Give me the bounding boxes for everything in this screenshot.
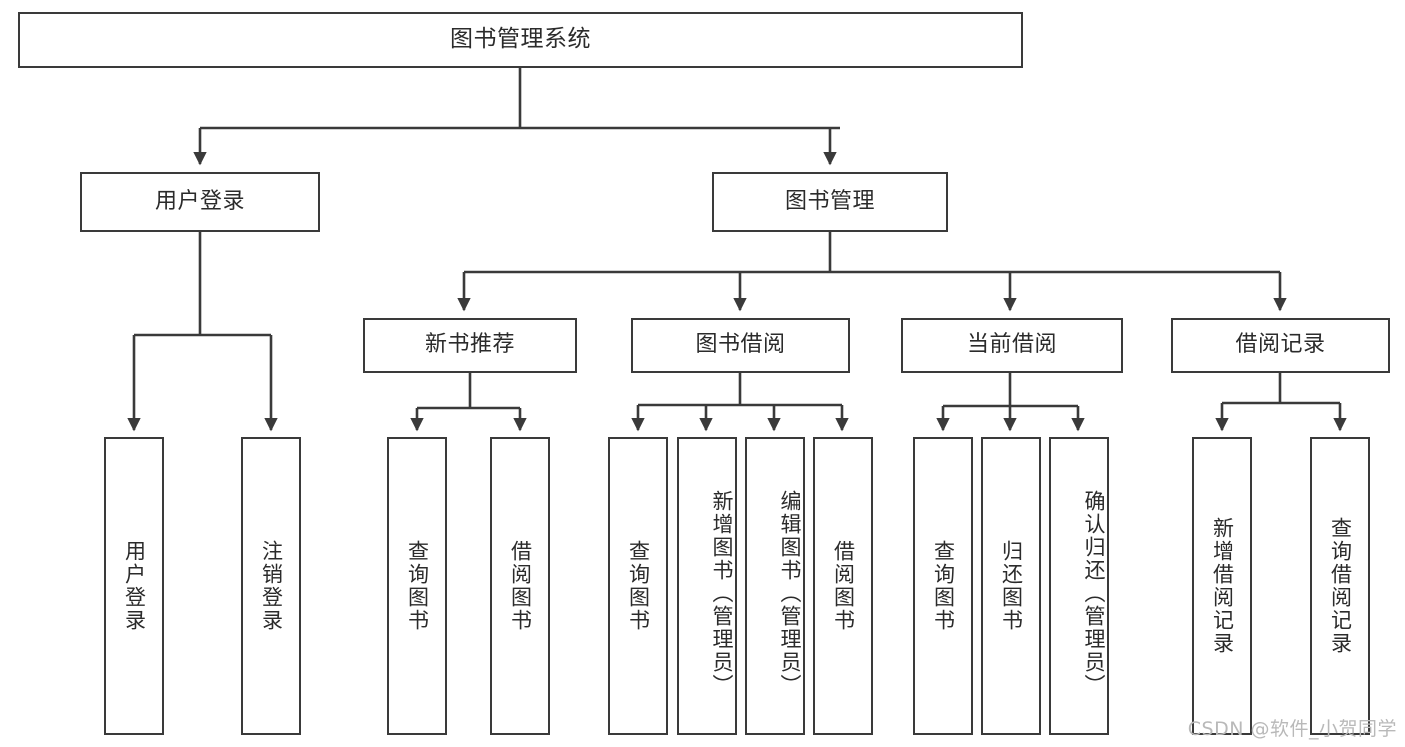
node-book-management[interactable]: 图书管理 [712,172,948,232]
leaf-book-borrow-edit-book-admin[interactable]: 编辑图书（管理员） [745,437,805,735]
leaf-current-borrow-query-book[interactable]: 查询图书 [913,437,973,735]
leaf-borrow-record-query-record[interactable]: 查询借阅记录 [1310,437,1370,735]
leaf-new-book-borrow-book[interactable]: 借阅图书 [490,437,550,735]
node-user-login[interactable]: 用户登录 [80,172,320,232]
watermark-credit: CSDN @软件_小贺同学 [1187,718,1397,740]
leaf-current-borrow-return-book[interactable]: 归还图书 [981,437,1041,735]
leaf-new-book-query-book[interactable]: 查询图书 [387,437,447,735]
leaf-user-login-signout[interactable]: 注销登录 [241,437,301,735]
leaf-current-borrow-confirm-return-admin[interactable]: 确认归还（管理员） [1049,437,1109,735]
node-book-borrow[interactable]: 图书借阅 [631,318,850,373]
node-borrow-record[interactable]: 借阅记录 [1171,318,1390,373]
node-root-system[interactable]: 图书管理系统 [18,12,1023,68]
leaf-user-login-signin[interactable]: 用户登录 [104,437,164,735]
leaf-book-borrow-borrow-book[interactable]: 借阅图书 [813,437,873,735]
node-new-book-recommend[interactable]: 新书推荐 [363,318,577,373]
leaf-borrow-record-add-record[interactable]: 新增借阅记录 [1192,437,1252,735]
node-current-borrow[interactable]: 当前借阅 [901,318,1123,373]
leaf-book-borrow-add-book-admin[interactable]: 新增图书（管理员） [677,437,737,735]
leaf-book-borrow-query-book[interactable]: 查询图书 [608,437,668,735]
